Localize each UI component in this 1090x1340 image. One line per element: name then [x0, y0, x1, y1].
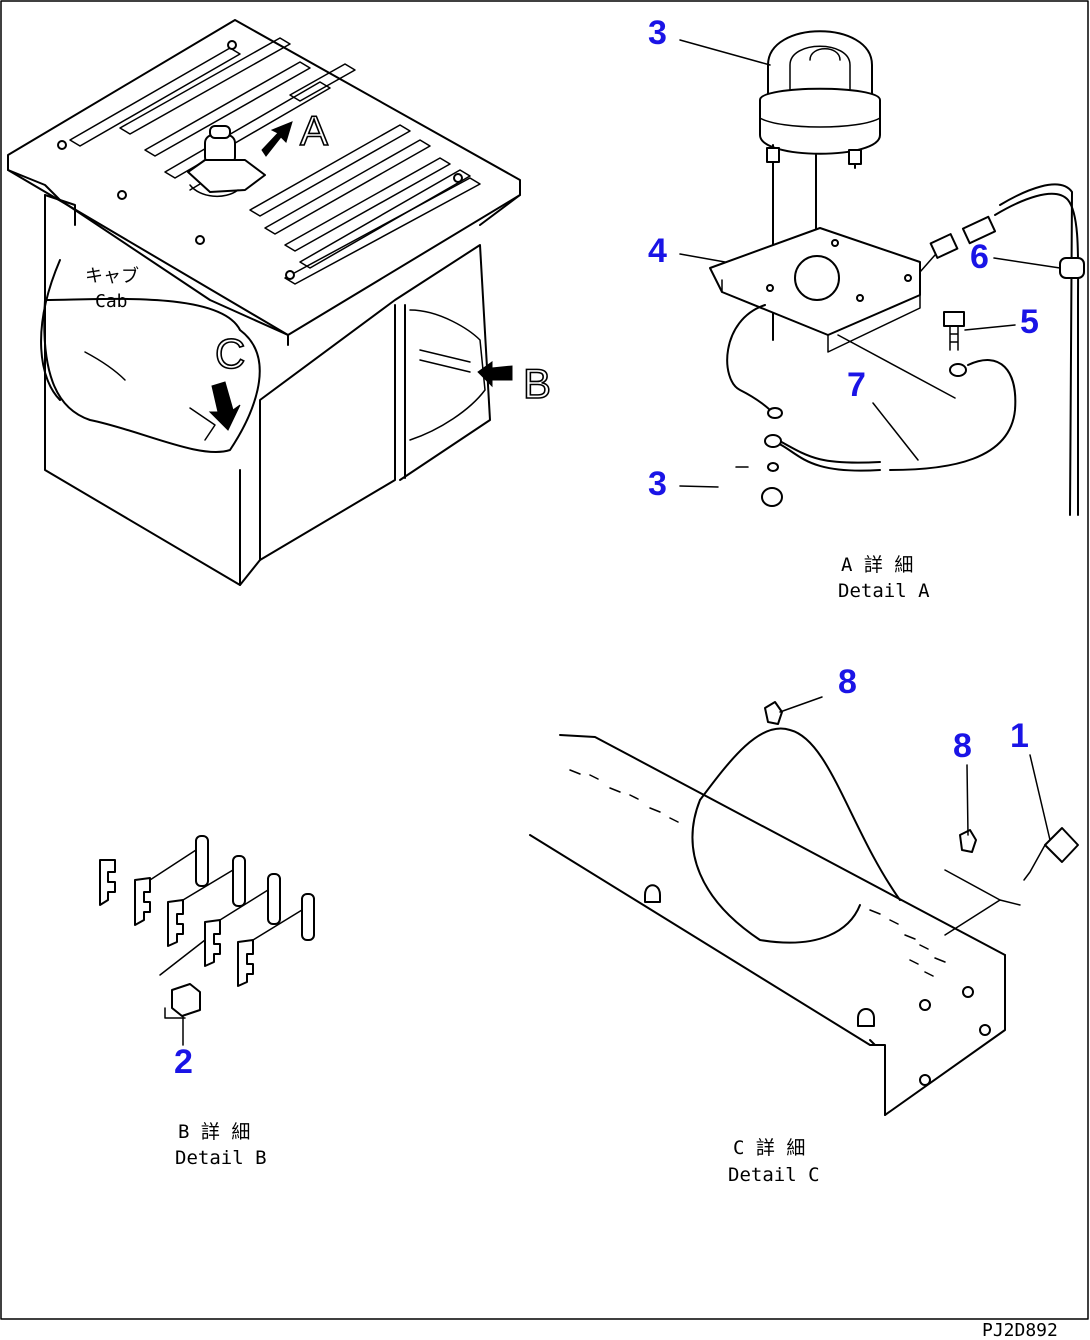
clip-upper	[764, 701, 783, 725]
callout-3-beacon: 3	[648, 14, 667, 52]
detail-c-caption-jp: C 詳 細	[733, 1137, 805, 1159]
view-b-arrow	[477, 361, 513, 388]
detail-b: 2 B 詳 細 Detail B	[99, 835, 315, 1169]
callout-1: 1	[1010, 717, 1029, 755]
harness-connector	[919, 183, 1085, 516]
cab-label-en: Cab	[95, 291, 128, 312]
view-letter-c: C	[215, 330, 245, 377]
cab-overview: A キャブ Cab C B	[7, 19, 552, 586]
callout-8-lower: 8	[953, 727, 972, 765]
drawing-code: PJ2D892	[982, 1320, 1058, 1340]
callout-7: 7	[847, 366, 866, 404]
connector-1	[1023, 827, 1079, 881]
callout-2: 2	[174, 1043, 193, 1081]
detail-b-caption-en: Detail B	[175, 1147, 267, 1169]
callout-8-upper: 8	[838, 663, 857, 701]
detail-c-caption-en: Detail C	[728, 1164, 820, 1186]
view-a-arrow	[261, 121, 293, 157]
detail-b-caption-jp: B 詳 細	[178, 1121, 250, 1143]
callout-6: 6	[970, 238, 989, 276]
detail-a-caption-en: Detail A	[838, 580, 930, 602]
callout-5: 5	[1020, 303, 1039, 341]
relay	[164, 983, 201, 1019]
detail-a: 3 4 6 5 7 3 A 詳 細 Detail A	[648, 14, 1085, 602]
beacon-lamp	[759, 30, 881, 155]
callout-3-nut: 3	[648, 465, 667, 503]
view-letter-a: A	[300, 107, 328, 154]
view-letter-b: B	[523, 360, 551, 407]
cab-label-jp: キャブ	[85, 265, 139, 287]
roof-beacon	[187, 125, 266, 197]
view-c-arrow	[208, 381, 241, 431]
callout-4: 4	[648, 232, 667, 270]
detail-a-caption-jp: A 詳 細	[841, 554, 913, 576]
detail-c: 8 8 1 C 詳 細 Detail C	[529, 663, 1079, 1186]
